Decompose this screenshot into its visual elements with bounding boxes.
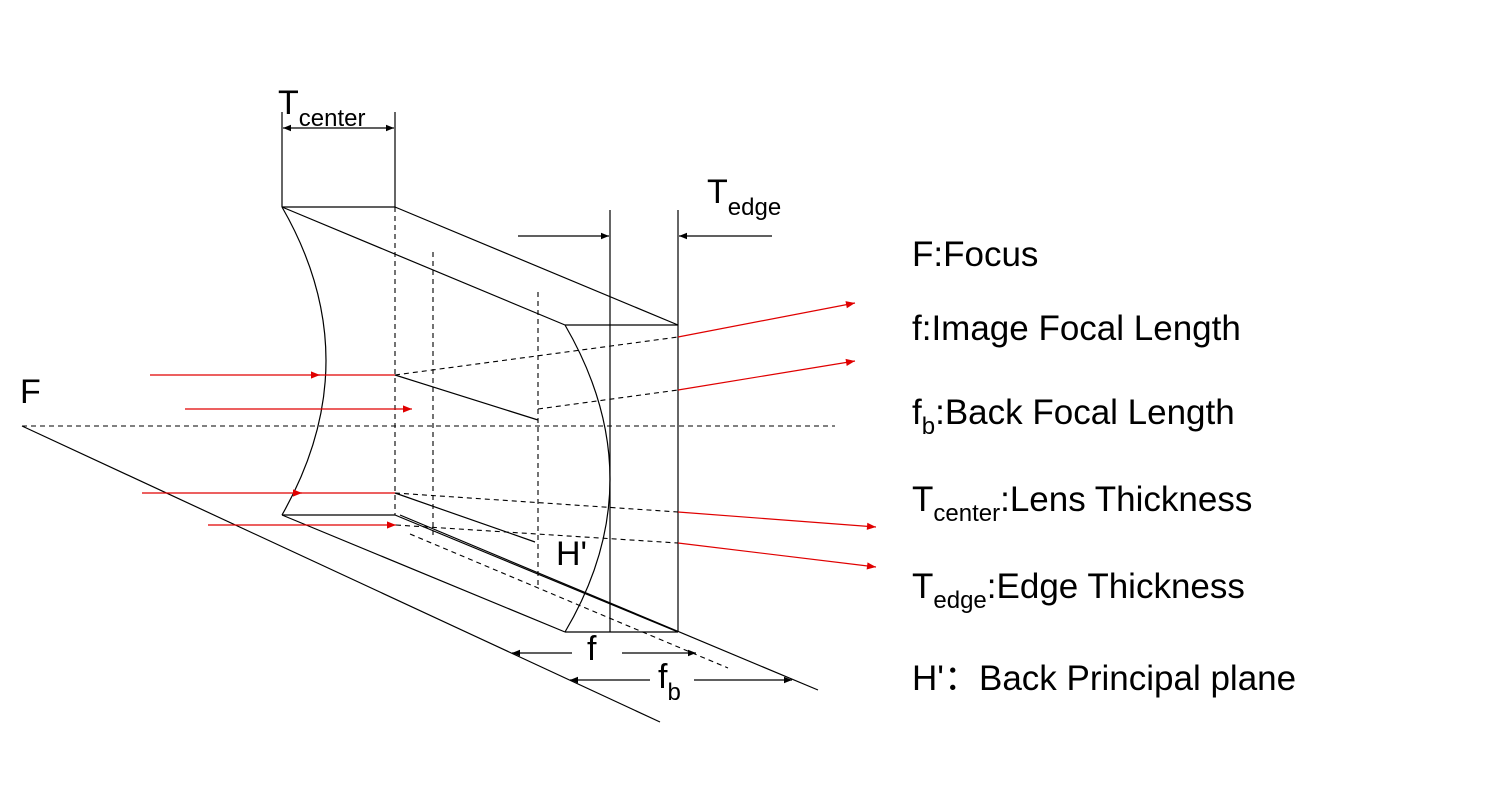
construction-lines [21,207,835,723]
internal-ray-1 [394,336,679,376]
outgoing-ray-1 [677,301,856,338]
lens-top-right-depth-edge [394,206,679,326]
focus-point-label: F [20,373,41,411]
lens-bottom-right-depth-edge [394,514,679,633]
lens-back-surface [564,324,611,633]
fb-label: fb [658,658,681,706]
back-ground-line [399,514,819,691]
focus-ground-line [21,425,661,723]
focal-dimensions: f fb [512,630,792,706]
inner-bottom-guide [409,533,729,669]
t-center-dimension: Tcenter [278,84,396,207]
lens-body [281,206,679,633]
t-center-label: Tcenter [278,84,365,132]
internal-ray-deflect-3 [394,492,536,543]
t-edge-label: Tedge [707,173,781,221]
lens-top-depth-edge [281,206,566,326]
t-edge-dimension: Tedge [518,173,781,240]
outgoing-ray-3 [677,511,877,530]
outgoing-ray-2 [677,358,856,391]
internal-ray-2 [537,389,679,410]
internal-rays [394,336,679,544]
internal-ray-3 [394,492,679,513]
principal-plane-label: H' [556,535,587,573]
legend-item-edge-thickness: Tedge:Edge Thickness [912,567,1245,614]
internal-ray-4 [395,524,679,544]
legend: F:Focus f:Image Focal Length fb:Back Foc… [912,235,1296,698]
legend-item-back-focal-length: fb:Back Focal Length [912,393,1235,440]
outgoing-rays [677,301,877,570]
internal-ray-deflect-1 [394,374,539,421]
lens-front-surface [281,206,327,516]
legend-item-focus: F:Focus [912,235,1038,274]
outgoing-ray-4 [677,542,877,570]
legend-item-image-focal-length: f:Image Focal Length [912,309,1241,348]
legend-item-back-principal-plane: H'：Back Principal plane [912,659,1296,698]
lens-bottom-depth-edge [281,514,566,633]
legend-item-lens-thickness: Tcenter:Lens Thickness [912,480,1252,527]
incoming-rays [142,371,412,529]
f-label: f [587,630,597,668]
